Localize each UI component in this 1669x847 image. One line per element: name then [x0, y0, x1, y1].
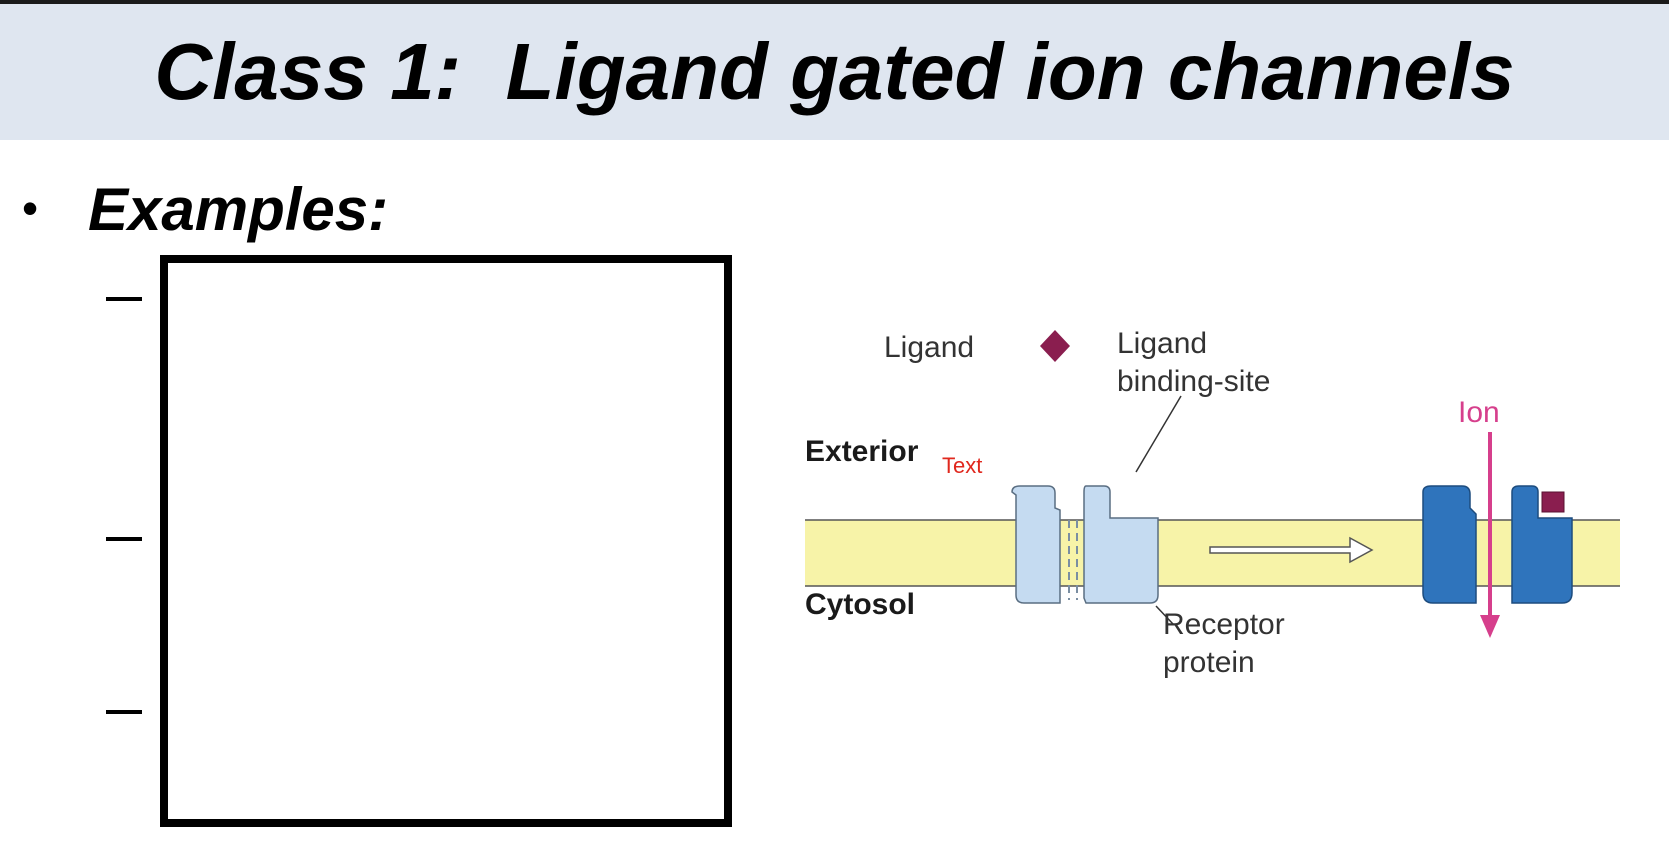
ligand-label: Ligand — [884, 331, 974, 364]
stray-text-label: Text — [942, 453, 982, 478]
ligand-diamond-icon — [1040, 330, 1070, 362]
open-channel-left — [1422, 485, 1477, 604]
blank-answer-box — [160, 255, 732, 827]
ion-flow-arrow-icon — [1480, 432, 1500, 638]
binding-site-label-line1: Ligand — [1117, 327, 1207, 360]
ion-label: Ion — [1458, 396, 1500, 429]
closed-channel-right — [1083, 485, 1159, 604]
top-rule — [0, 0, 1669, 4]
sub-bullet-dash-1 — [106, 297, 142, 301]
bound-ligand-icon — [1541, 491, 1565, 513]
cytosol-label: Cytosol — [805, 588, 915, 621]
sub-bullet-dash-2 — [106, 537, 142, 541]
exterior-label: Exterior — [805, 435, 919, 468]
ion-channel-diagram: Ligand Ligand binding-site Exterior Text… — [805, 327, 1620, 679]
closed-channel-left — [1011, 485, 1061, 604]
binding-site-label-line2: binding-site — [1117, 365, 1270, 398]
transition-arrow-icon — [1209, 536, 1374, 564]
binding-site-leader — [1135, 395, 1182, 473]
bullet-examples: Examples: — [88, 176, 389, 243]
receptor-label-line2: protein — [1163, 646, 1255, 679]
slide-title: Class 1: Ligand gated ion channels — [154, 27, 1515, 116]
sub-bullet-dash-3 — [106, 710, 142, 714]
receptor-label-line1: Receptor — [1163, 608, 1285, 641]
receptor-leader — [1155, 605, 1174, 625]
bullet-icon: • — [22, 182, 39, 234]
title-band — [0, 4, 1669, 140]
open-channel-right — [1511, 485, 1573, 604]
